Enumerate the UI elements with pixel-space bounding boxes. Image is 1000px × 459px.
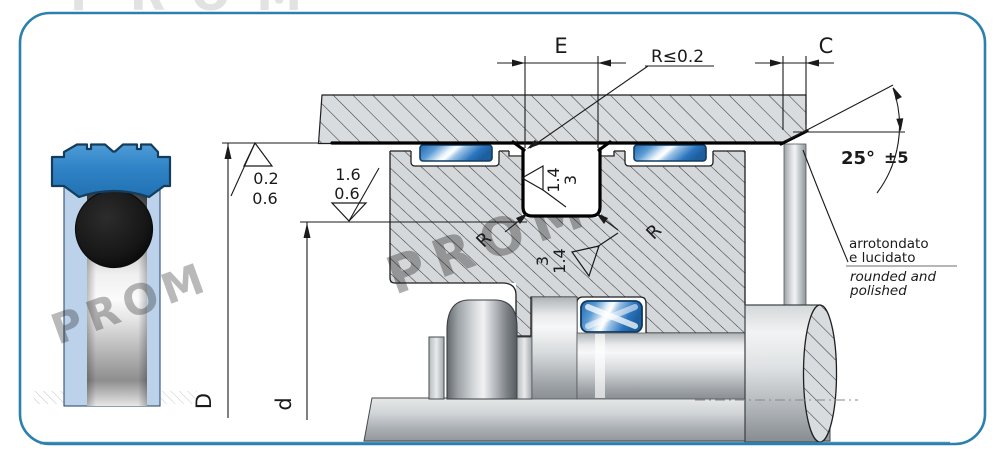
roughness-bore: 0.2 0.6 bbox=[230, 141, 279, 208]
angle-value: 25° bbox=[841, 148, 875, 169]
roughness-wall-value-2: 3 bbox=[561, 175, 580, 185]
dim-label-c: C bbox=[819, 34, 834, 58]
cylinder-wall-strip bbox=[783, 143, 807, 307]
rod-assembly bbox=[363, 143, 858, 443]
seal-profile-view: PROM bbox=[34, 143, 216, 407]
angle-arrow-top bbox=[893, 87, 902, 101]
roughness-root-triangle bbox=[330, 202, 368, 222]
c-arrow-right bbox=[806, 59, 819, 67]
note-leader bbox=[802, 149, 849, 263]
roughness-groove-root: 1.6 0.6 bbox=[330, 165, 380, 222]
r-right-leader bbox=[605, 220, 619, 231]
glide-ring-right bbox=[633, 144, 707, 162]
rod-highlight-band bbox=[595, 334, 605, 398]
roughness-groove-wall: 1.4 3 bbox=[520, 164, 580, 208]
ledge-right-cut bbox=[600, 150, 614, 157]
recess-left-outline bbox=[410, 151, 500, 167]
glide-ring-left bbox=[419, 144, 493, 162]
r-right-arrow bbox=[596, 213, 608, 224]
roughness-wall-value-1: 1.4 bbox=[544, 167, 563, 192]
seal-cap bbox=[50, 143, 172, 199]
ledge-left-outline bbox=[508, 151, 523, 157]
chamfer-line bbox=[779, 129, 809, 146]
piston-lip-hatch bbox=[516, 283, 531, 337]
roughness-bore-triangle bbox=[243, 141, 274, 167]
ledge-right-outline bbox=[600, 151, 615, 157]
d-small-arrow bbox=[303, 223, 311, 238]
roughness-bore-value-1: 0.2 bbox=[253, 169, 278, 188]
rmax-leader bbox=[529, 65, 649, 149]
ground-hatch-left bbox=[34, 391, 70, 404]
static-seal bbox=[580, 300, 643, 333]
rmax-arrow bbox=[527, 139, 539, 149]
watermark-top: PROM bbox=[70, 0, 328, 21]
edge-note: arrotondato e lucidato rounded and polis… bbox=[802, 149, 957, 299]
roughness-root-value-2: 0.6 bbox=[334, 184, 359, 203]
note-italian-2: e lucidato bbox=[849, 250, 915, 266]
roughness-root-leg bbox=[348, 167, 380, 222]
roughness-bottom-value-2: 1.4 bbox=[550, 248, 569, 273]
o-ring-energizer bbox=[74, 189, 154, 269]
c-arrow-left bbox=[770, 59, 783, 67]
roughness-root-value-1: 1.6 bbox=[335, 165, 360, 184]
dim-label-groove-diameter: d bbox=[272, 397, 296, 410]
e-arrow-right bbox=[598, 59, 611, 67]
angle-tolerance: ±5 bbox=[884, 148, 909, 167]
roughness-bore-value-2: 0.6 bbox=[252, 189, 277, 208]
chamfer-angle: 25° ±5 bbox=[785, 84, 909, 194]
r-left-arrow bbox=[516, 213, 528, 224]
angle-arc bbox=[876, 87, 900, 194]
cylinder-bore-section bbox=[317, 94, 807, 145]
roughness-bottom-leg bbox=[596, 232, 619, 248]
roughness-wall-triangle bbox=[520, 164, 544, 192]
ground-hatch-right bbox=[161, 391, 197, 404]
e-arrow-left bbox=[512, 59, 525, 67]
piston-hatch-a bbox=[390, 151, 517, 283]
r-left-leader bbox=[504, 219, 521, 233]
washer-right bbox=[516, 336, 533, 400]
roughness-bottom-triangle bbox=[570, 245, 600, 278]
hub-cut-face bbox=[802, 304, 838, 443]
roughness-wall-leg bbox=[542, 189, 567, 208]
angle-slant-line bbox=[785, 84, 894, 142]
recess-right-outline bbox=[624, 151, 714, 167]
d-big-arrow bbox=[224, 144, 232, 159]
dim-label-e: E bbox=[554, 34, 567, 58]
roughness-bottom-value-1: 3 bbox=[533, 256, 552, 266]
groove-cut bbox=[522, 150, 601, 218]
groove-outline bbox=[521, 147, 602, 218]
annotations: E C R≤0.2 D d R R 0.2 bbox=[192, 34, 957, 420]
page-frame bbox=[18, 11, 987, 446]
note-italian-1: arrotondato bbox=[849, 236, 929, 252]
dim-label-rmax: R≤0.2 bbox=[651, 47, 704, 67]
roughness-groove-bottom: 3 1.4 bbox=[533, 232, 619, 278]
cylinder-bar bbox=[317, 94, 807, 145]
rod-step-section bbox=[531, 296, 578, 400]
static-seal-highlight-2 bbox=[585, 304, 638, 329]
angle-arrow-bottom bbox=[896, 118, 904, 132]
note-english-2: polished bbox=[849, 283, 907, 299]
note-english-1: rounded and bbox=[850, 269, 936, 285]
ledge-left-cut bbox=[509, 150, 523, 157]
dim-label-bore-diameter: D bbox=[192, 393, 216, 409]
washer-left bbox=[428, 336, 445, 400]
rod-nut bbox=[446, 299, 518, 400]
roughness-bore-leg bbox=[230, 142, 256, 197]
